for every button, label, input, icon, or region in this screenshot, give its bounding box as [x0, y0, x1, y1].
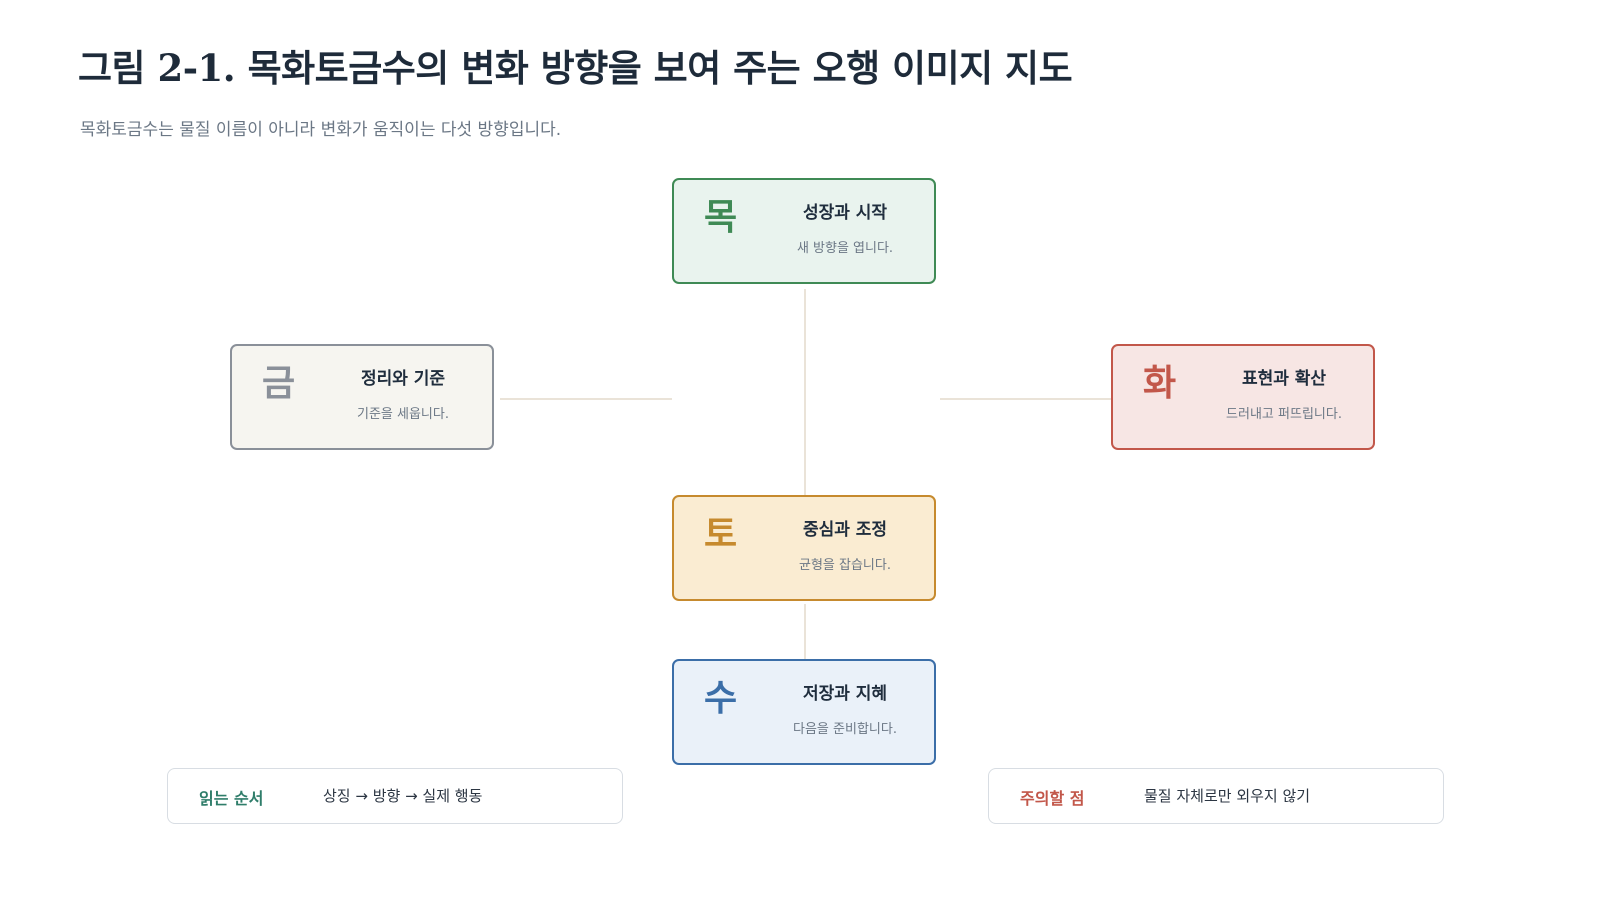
earth-heading: 중심과 조정 — [802, 520, 888, 540]
earth-glyph: 토 — [704, 513, 738, 555]
node-metal: 금 정리와 기준 기준을 세웁니다. — [230, 344, 494, 450]
page-title: 그림 2-1. 목화토금수의 변화 방향을 보여 주는 오행 이미지 지도 — [78, 46, 1073, 90]
node-water: 수 저장과 지혜 다음을 준비합니다. — [672, 659, 936, 765]
metal-heading: 정리와 기준 — [360, 369, 446, 389]
fire-description: 드러내고 퍼뜨립니다. — [1226, 407, 1342, 422]
water-description: 다음을 준비합니다. — [793, 722, 897, 737]
page-subtitle: 목화토금수는 물질 이름이 아니라 변화가 움직이는 다섯 방향입니다. — [80, 120, 562, 140]
node-fire: 화 표현과 확산 드러내고 퍼뜨립니다. — [1111, 344, 1375, 450]
water-heading: 저장과 지혜 — [802, 684, 888, 704]
metal-description: 기준을 세웁니다. — [357, 407, 449, 422]
fire-glyph: 화 — [1143, 362, 1177, 404]
wood-glyph: 목 — [704, 196, 738, 238]
wood-description: 새 방향을 엽니다. — [796, 241, 894, 256]
node-wood: 목 성장과 시작 새 방향을 엽니다. — [672, 178, 936, 284]
caution-text: 물질 자체로만 외우지 않기 — [1144, 787, 1311, 805]
caution-label: 주의할 점 — [1020, 789, 1085, 808]
water-glyph: 수 — [704, 677, 738, 719]
fire-heading: 표현과 확산 — [1241, 369, 1327, 389]
reading-order-label: 읽는 순서 — [199, 789, 264, 808]
metal-glyph: 금 — [262, 362, 296, 404]
reading-order-text: 상징 → 방향 → 실제 행동 — [323, 787, 483, 805]
wood-heading: 성장과 시작 — [802, 203, 888, 223]
note-caution: 주의할 점 물질 자체로만 외우지 않기 — [988, 768, 1444, 824]
node-earth: 토 중심과 조정 균형을 잡습니다. — [672, 495, 936, 601]
note-reading-order: 읽는 순서 상징 → 방향 → 실제 행동 — [167, 768, 623, 824]
earth-description: 균형을 잡습니다. — [799, 558, 891, 573]
